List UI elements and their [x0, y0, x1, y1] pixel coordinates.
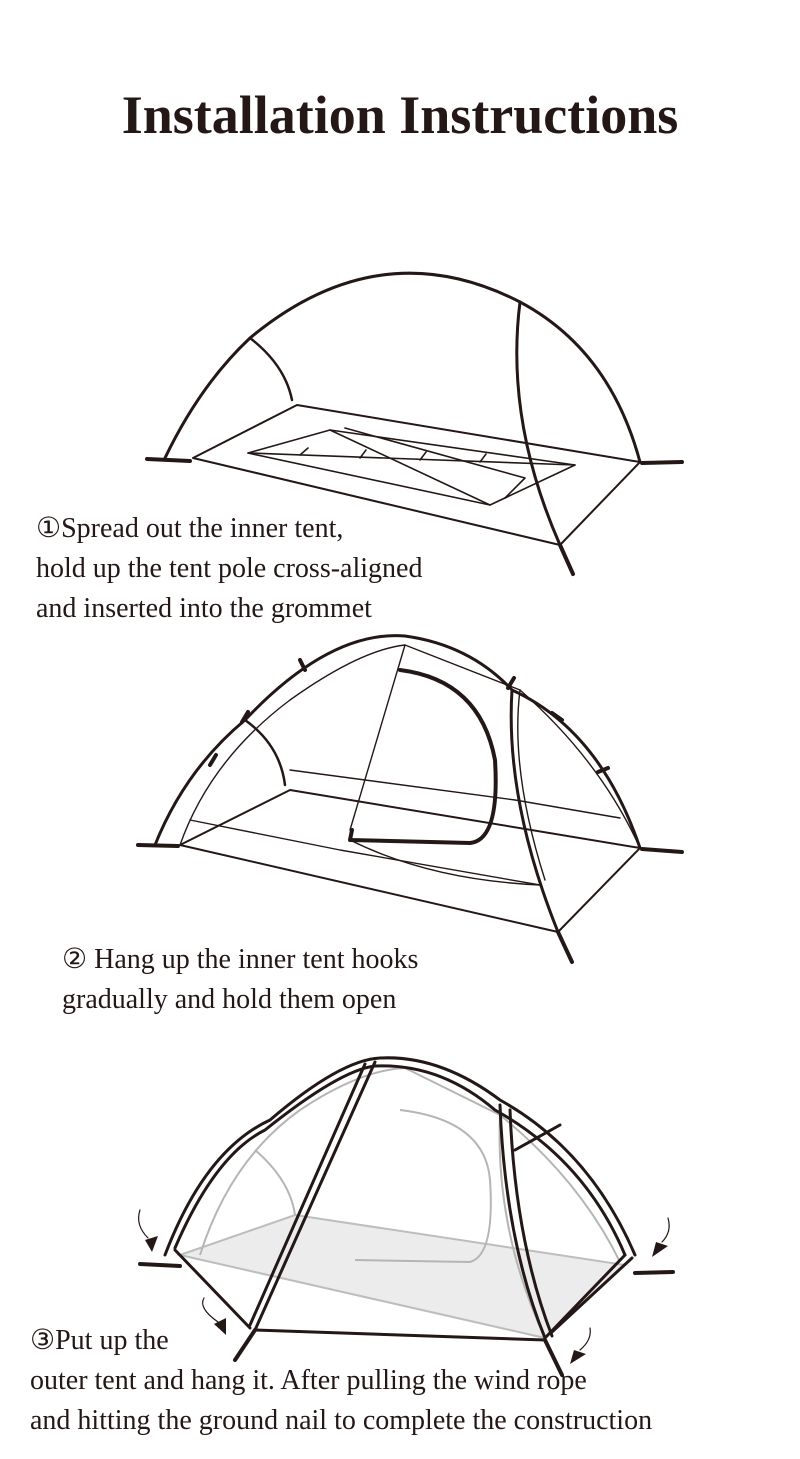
step-1-text: ①Spread out the inner tent, hold up the … — [36, 509, 422, 629]
step-1-line: hold up the tent pole cross-aligned — [36, 553, 423, 584]
step-2-line: ② Hang up the inner tent hooks — [62, 944, 419, 975]
step-3-text: ③Put up the outer tent and hang it. Afte… — [30, 1321, 652, 1441]
step-1-line: ①Spread out the inner tent, — [36, 513, 344, 544]
step2-tent-illustration — [136, 634, 684, 964]
step-3-line: ③Put up the — [30, 1325, 169, 1356]
step3-tent-illustration — [138, 1056, 675, 1377]
step-3-line: and hitting the ground nail to complete … — [30, 1405, 653, 1436]
inner-tent-body — [179, 644, 641, 886]
outer-tent-fly — [163, 1056, 637, 1342]
folded-inner-tent — [247, 427, 576, 506]
wind-rope-arrows — [138, 1209, 670, 1364]
page-title: Installation Instructions — [121, 85, 679, 145]
step-2-line: gradually and hold them open — [62, 984, 397, 1015]
step-3-line: outer tent and hang it. After pulling th… — [30, 1365, 587, 1396]
step-2-text: ② Hang up the inner tent hooks gradually… — [62, 940, 418, 1020]
step1-tent-illustration — [145, 271, 684, 576]
step-1-line: and inserted into the grommet — [36, 593, 372, 624]
